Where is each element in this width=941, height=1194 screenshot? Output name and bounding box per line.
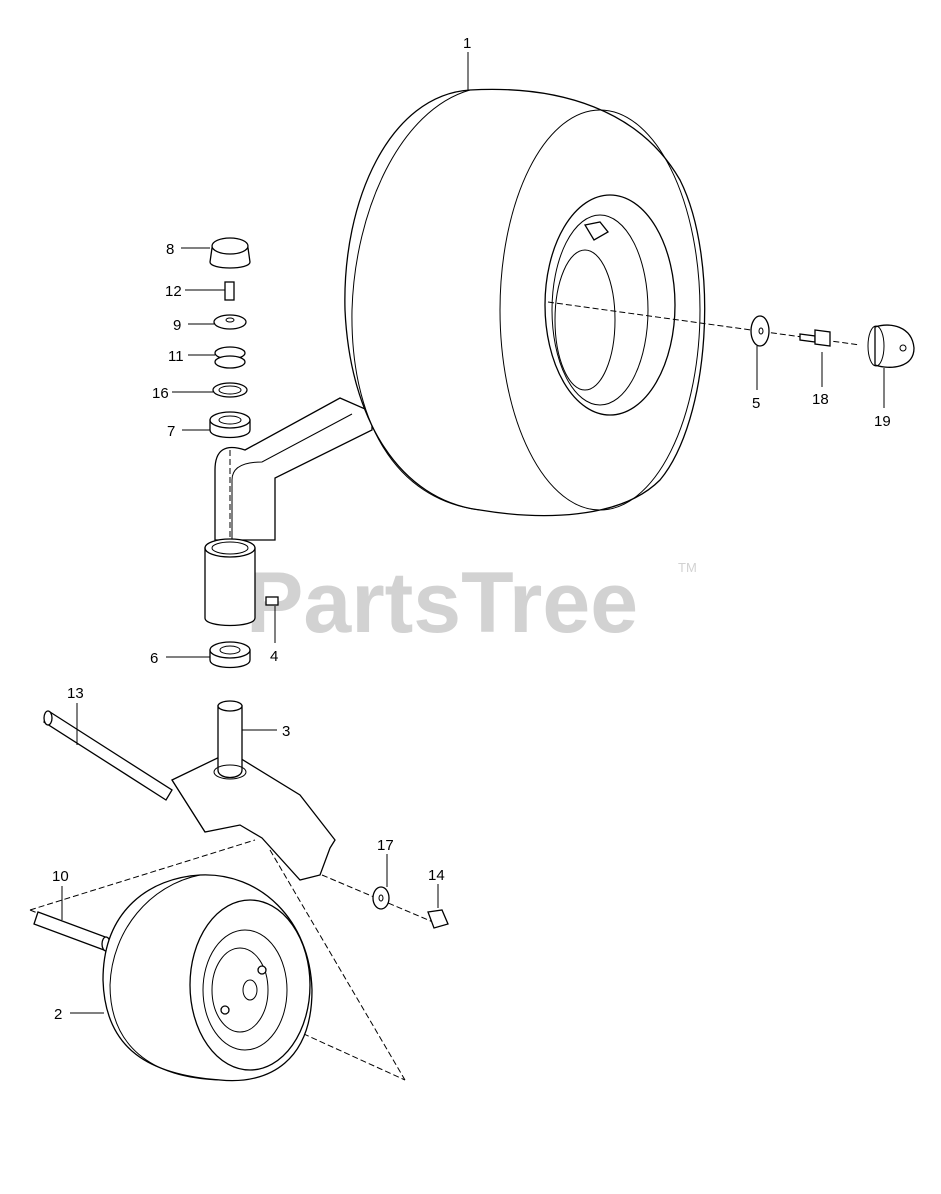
part-fork [171,751,336,881]
front-tire-small [102,874,313,1082]
part-bearing-6 [209,641,251,669]
callout-10: 10 [52,868,69,885]
callout-6: 6 [150,650,158,667]
part-ring-16 [212,382,248,398]
part-housing [204,538,256,627]
callout-12: 12 [165,283,182,300]
callout-17: 17 [377,837,394,854]
caster-arm [214,397,373,541]
callout-8: 8 [166,241,174,258]
part-washer-5 [750,315,770,347]
part-spacer-10 [33,911,111,952]
part-bolt-12 [224,281,235,301]
callout-18: 18 [812,391,829,408]
part-seal-11 [214,346,246,369]
callout-16: 16 [152,385,169,402]
part-nut-14 [427,909,449,929]
callout-5: 5 [752,395,760,412]
callout-11: 11 [168,348,184,365]
part-spindle-3 [213,700,247,780]
part-washer-9 [213,314,247,330]
callout-3: 3 [282,723,290,740]
leader-lines [61,52,885,1014]
rear-tire-large [344,88,706,517]
part-pin-13 [43,710,173,801]
part-cap-8 [209,237,251,269]
callout-9: 9 [173,317,181,334]
part-bolt-18 [799,329,831,347]
callout-14: 14 [428,867,445,884]
callout-19: 19 [874,413,891,430]
callout-1: 1 [463,35,471,52]
part-washer-17 [372,886,390,910]
callout-7: 7 [167,423,175,440]
callout-2: 2 [54,1006,62,1023]
part-bearing-7 [209,411,251,439]
part-fitting-4 [265,596,279,606]
part-hub-cap-19 [867,324,915,368]
callout-13: 13 [67,685,84,702]
watermark: PartsTree [246,555,638,651]
callout-4: 4 [270,648,278,665]
watermark-trademark: TM [678,560,697,575]
